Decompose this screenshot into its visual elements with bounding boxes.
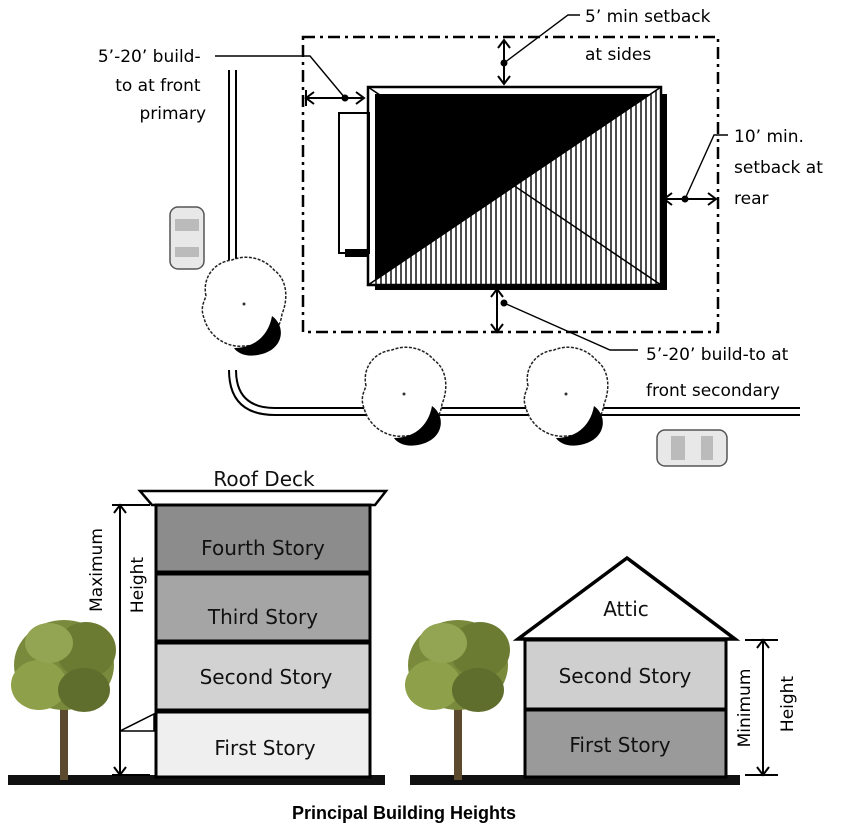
label-sides: 5’ min setback at sides [585, 7, 716, 65]
second-story [154, 641, 372, 712]
dimension-rear [662, 134, 728, 206]
label-front-secondary: 5’-20’ build-to at front secondary [646, 345, 794, 401]
third-story [154, 572, 372, 643]
shrub-icon [201, 256, 287, 357]
small-first-story [523, 708, 728, 779]
label-front-primary: 5’-20’ build- to at front primary [98, 47, 206, 124]
shrub-icon [523, 346, 609, 447]
car-icon [169, 206, 205, 270]
car-icon [656, 429, 728, 467]
fourth-story-label: Fourth Story [201, 536, 325, 560]
maximum-label: Maximum [87, 528, 107, 612]
tall-building-elevation: Roof Deck Fourth Story Third Story Secon… [8, 467, 389, 785]
ground-line [8, 775, 385, 785]
second-story-label: Second Story [200, 665, 333, 689]
attic-label: Attic [603, 597, 649, 621]
property-boundary [301, 35, 720, 334]
max-height-dimension [112, 503, 155, 777]
building-footprint [366, 85, 667, 290]
dimension-sides [497, 14, 580, 86]
tree-icon [11, 620, 116, 780]
first-story-label: First Story [214, 736, 315, 760]
third-story-label: Third Story [207, 605, 318, 629]
ground-line [410, 775, 740, 785]
shrub-icon [361, 346, 447, 447]
porch [338, 112, 370, 254]
dimension-front-primary [215, 55, 366, 106]
roof-deck [137, 489, 389, 507]
first-story [154, 710, 372, 779]
min-height-dimension [745, 638, 778, 777]
height-label: Height [778, 676, 798, 733]
small-second-story-label: Second Story [559, 664, 692, 688]
fourth-story [154, 503, 372, 574]
roof-deck-label: Roof Deck [213, 467, 315, 491]
diagram-caption: Principal Building Heights [292, 803, 516, 823]
label-rear: 10’ min. setback at rear [734, 127, 828, 209]
small-building-elevation: Attic Second Story First Story Minimum H… [405, 555, 798, 785]
tree-icon [405, 620, 510, 780]
dimension-front-secondary [490, 287, 638, 351]
small-first-story-label: First Story [569, 733, 670, 757]
height-label: Height [128, 557, 148, 614]
site-plan: 5’-20’ build- to at front primary 5’ min… [98, 7, 828, 467]
minimum-label: Minimum [735, 669, 755, 748]
